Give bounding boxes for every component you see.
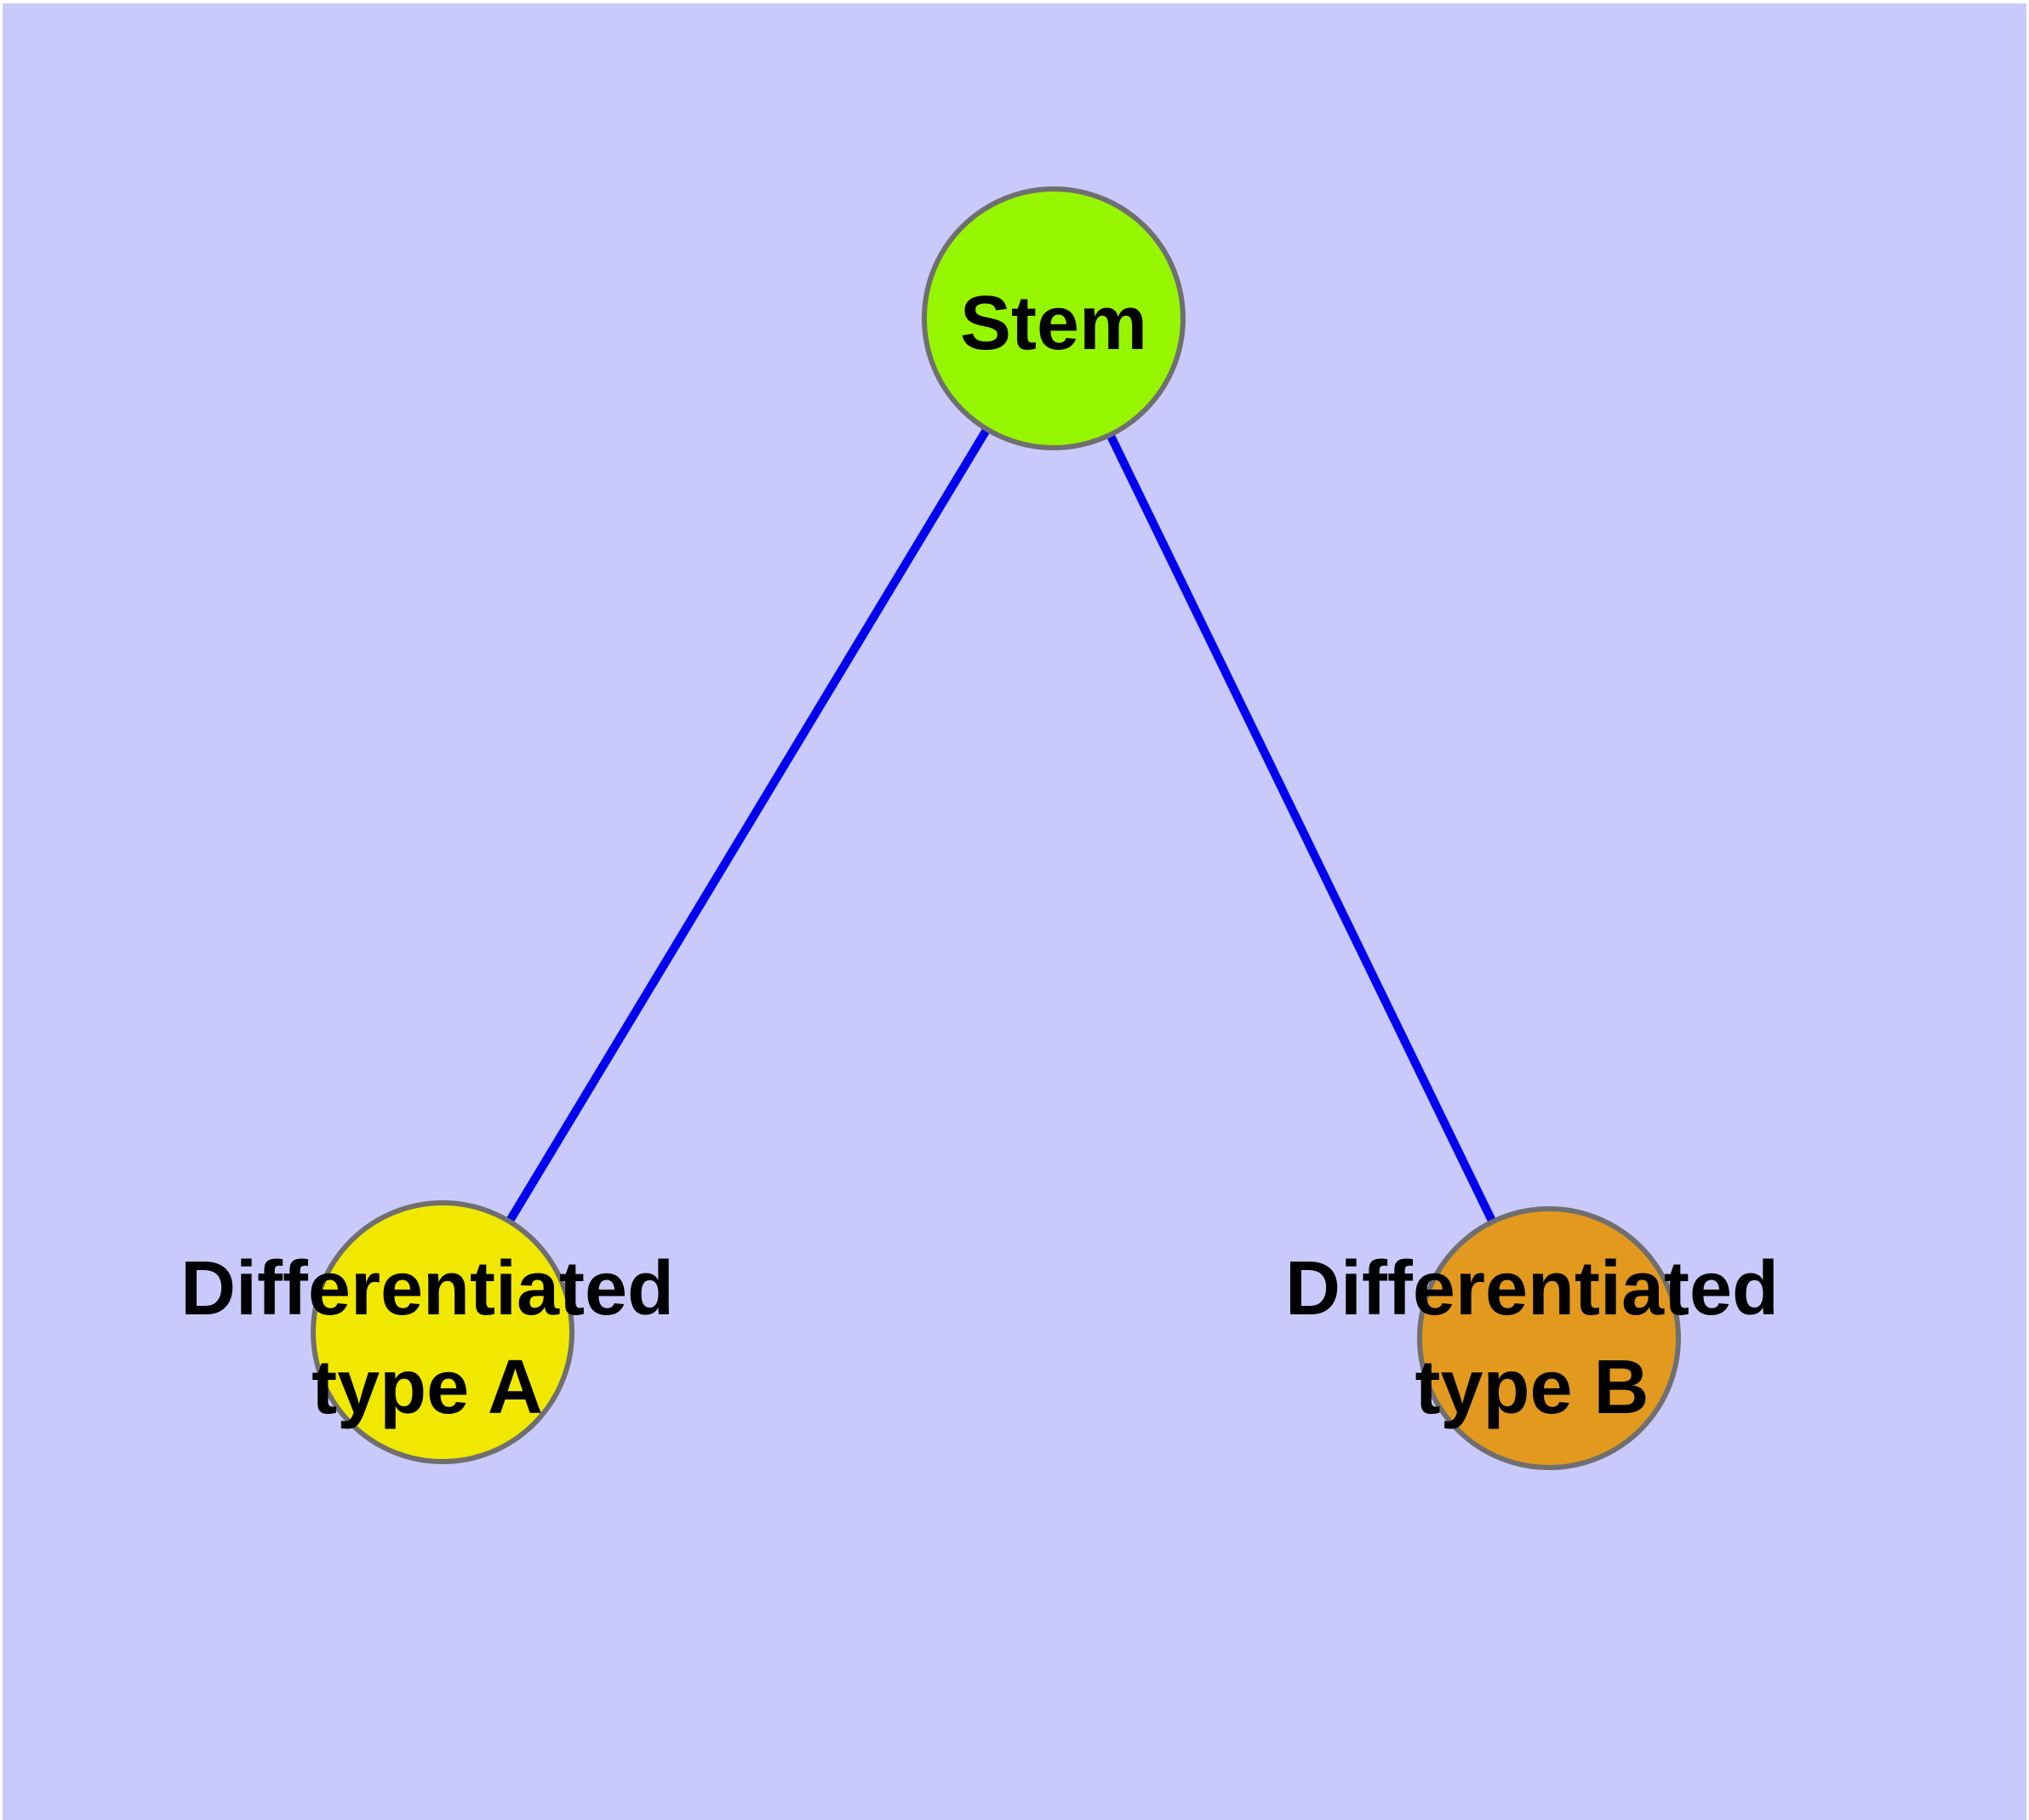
- node-typeA-label-line2: type A: [311, 1345, 543, 1430]
- node-typeB-label-line2: type B: [1415, 1345, 1649, 1430]
- node-typeB-label-line1: Differentiated: [1285, 1246, 1779, 1331]
- node-typeA: [311, 1200, 574, 1464]
- node-stem: [922, 186, 1186, 450]
- node-stem-label-line1: Stem: [960, 281, 1147, 366]
- node-typeA-label-line1: Differentiated: [180, 1246, 674, 1331]
- edge-stem-typeB: [1049, 316, 1553, 1341]
- node-typeB: [1417, 1206, 1681, 1470]
- edge-stem-typeA: [438, 316, 1058, 1335]
